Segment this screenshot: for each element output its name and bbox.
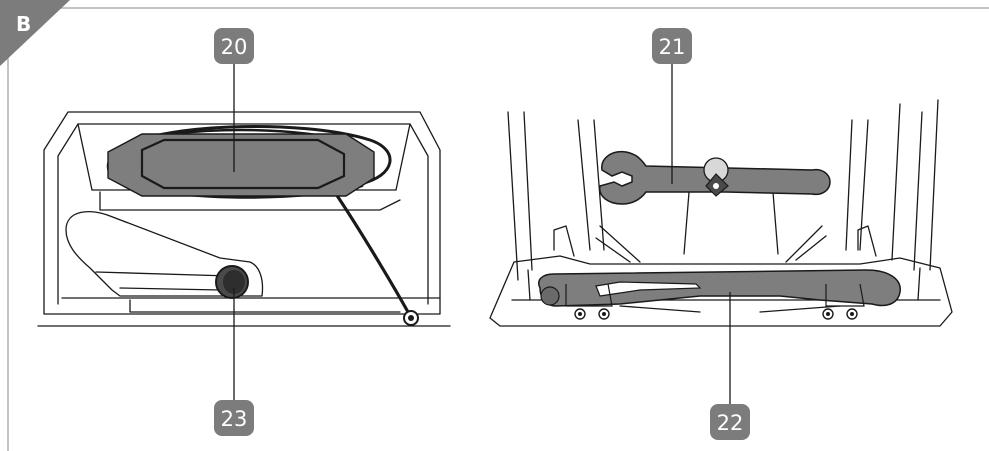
section-badge: B — [0, 0, 70, 66]
frame — [7, 7, 989, 451]
section-label: B — [16, 12, 31, 36]
callout-23-label: 23 — [221, 407, 248, 431]
callout-22: 22 — [710, 404, 750, 440]
callout-20-label: 20 — [221, 35, 248, 59]
callout-20: 20 — [214, 28, 254, 64]
part-21-wrench — [599, 150, 831, 205]
cable-plug — [403, 310, 419, 326]
part-23-knob — [215, 265, 249, 299]
callout-22-label: 22 — [717, 411, 744, 435]
callout-21: 21 — [652, 28, 692, 64]
right-panel-device — [489, 99, 953, 327]
callout-21-label: 21 — [659, 35, 686, 59]
leader-lines — [233, 64, 731, 404]
left-panel-device — [37, 111, 451, 327]
callout-23: 23 — [214, 400, 254, 436]
part-22-holder-bar — [538, 269, 901, 320]
part-20-cable-cover — [107, 133, 375, 197]
